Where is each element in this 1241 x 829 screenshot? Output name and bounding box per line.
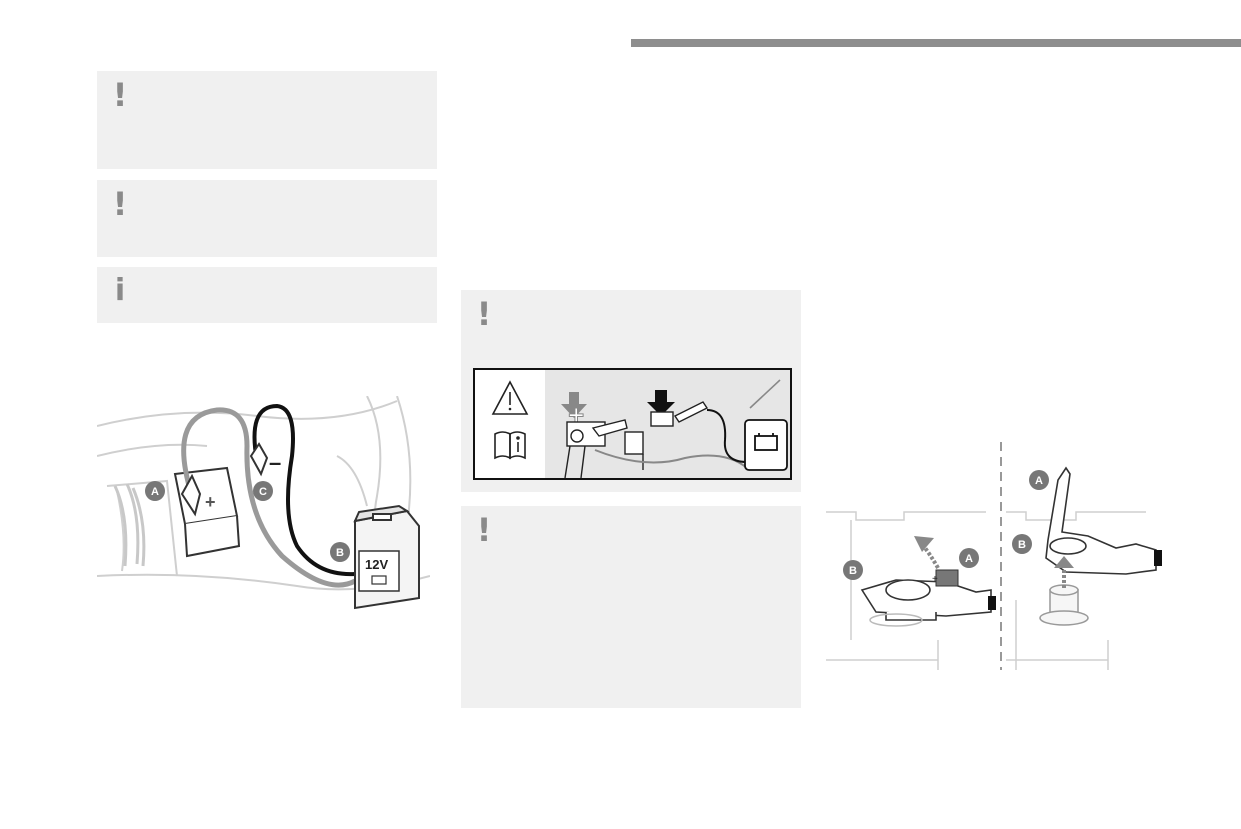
section-header-bar bbox=[631, 39, 1241, 47]
minus-sign: – bbox=[269, 450, 281, 475]
svg-text:A: A bbox=[965, 553, 973, 565]
callout-right-b: B bbox=[1012, 534, 1032, 554]
exclamation-icon: ! bbox=[112, 185, 128, 223]
callout-c: C bbox=[253, 481, 273, 501]
warning-note-4: ! bbox=[461, 506, 801, 708]
terminal-plus-mark: + bbox=[932, 574, 938, 585]
manual-book-icon bbox=[494, 431, 526, 460]
battery-terminal-illustration: + A B bbox=[826, 440, 1171, 672]
svg-text:C: C bbox=[259, 486, 267, 498]
svg-text:A: A bbox=[1035, 475, 1043, 487]
info-note-1: i bbox=[97, 267, 437, 323]
warning-label-panel: + – bbox=[473, 368, 792, 480]
warning-label-drawing: + – bbox=[491, 370, 790, 479]
warning-triangle-icon bbox=[491, 380, 529, 415]
svg-text:A: A bbox=[151, 486, 159, 498]
battery-terminal-drawing: + A B bbox=[826, 442, 1162, 670]
warning-note-3: ! + – bbox=[461, 290, 801, 492]
battery-charger-drawing: + – 12V A B C bbox=[97, 396, 430, 610]
svg-text:B: B bbox=[1018, 539, 1026, 551]
lift-cover-arrow-icon bbox=[914, 536, 940, 569]
callout-b: B bbox=[330, 542, 350, 562]
battery-plus-sign: + bbox=[205, 492, 216, 512]
charger-voltage-label: 12V bbox=[365, 557, 388, 572]
charger-icon bbox=[744, 419, 788, 471]
warning-note-1: ! bbox=[97, 71, 437, 169]
svg-text:B: B bbox=[336, 547, 344, 559]
callout-right-a: A bbox=[1029, 470, 1049, 490]
battery-charger-illustration: + – 12V A B C bbox=[97, 396, 430, 626]
exclamation-icon: ! bbox=[476, 511, 492, 549]
exclamation-icon: ! bbox=[476, 295, 492, 333]
svg-text:B: B bbox=[849, 565, 857, 577]
info-icon: i bbox=[114, 273, 126, 308]
exclamation-icon: ! bbox=[112, 76, 128, 114]
callout-a: A bbox=[145, 481, 165, 501]
lift-clamp-arrow-icon bbox=[1054, 556, 1074, 588]
warning-note-2: ! bbox=[97, 180, 437, 257]
callout-left-b: B bbox=[843, 560, 863, 580]
callout-left-a: A bbox=[959, 548, 979, 568]
